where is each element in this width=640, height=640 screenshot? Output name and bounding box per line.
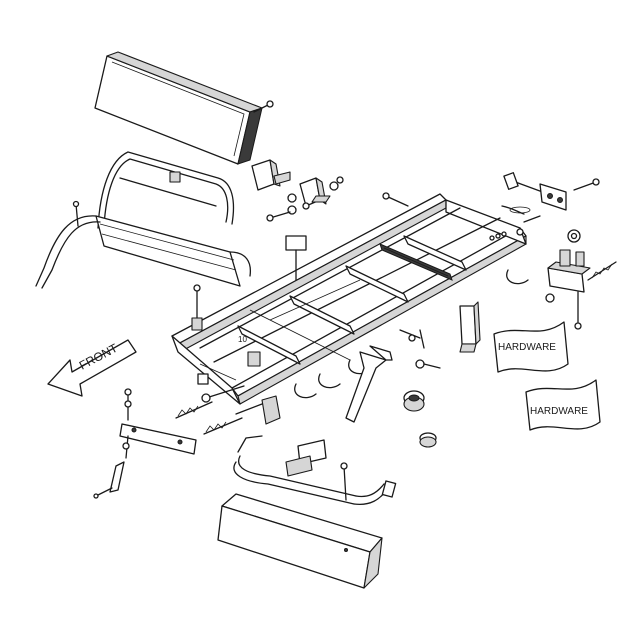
rear-legs: [345, 345, 393, 423]
cushion-bolt: [253, 100, 274, 113]
part-number-label: 10: [238, 335, 247, 344]
hardware-bag-1: HARDWARE: [493, 321, 569, 373]
bumper-caps: [403, 390, 437, 448]
hardware-bag-1-label: HARDWARE: [498, 342, 556, 353]
frame-bolt-left: [72, 200, 80, 227]
support-post: [459, 301, 481, 353]
top-cushion: [94, 51, 263, 165]
right-hinge-parts: [501, 172, 617, 330]
footrest-cushion: [217, 493, 383, 589]
main-frame: [171, 193, 529, 405]
front-left-bracket: [93, 388, 197, 499]
hardware-bag-2: HARDWARE: [525, 379, 601, 431]
hardware-bag-2-label: HARDWARE: [530, 406, 588, 417]
seat-brackets: [251, 159, 344, 222]
footrest-bar: [233, 435, 397, 506]
backrest-frame: [35, 151, 252, 289]
front-springs: [175, 373, 281, 435]
front-arrow: FRONT: [47, 339, 137, 397]
frame-fasteners: [285, 192, 441, 369]
